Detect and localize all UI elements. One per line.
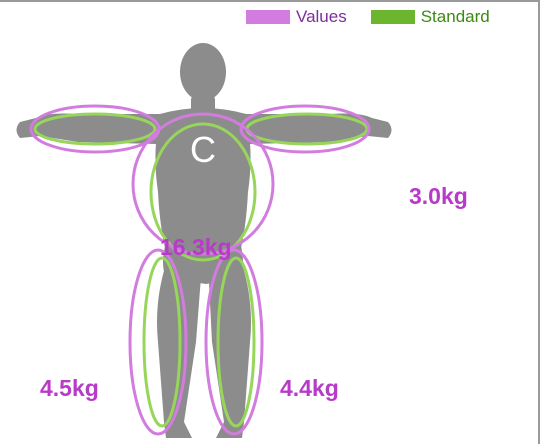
right-arm-value: 3.0kg [409,185,468,208]
right-leg-value: 4.4kg [280,377,339,400]
trunk-value: 16.3kg [160,236,232,259]
left-leg-value: 4.5kg [40,377,99,400]
torso-letter: C [190,129,216,170]
head-shape [180,43,226,101]
